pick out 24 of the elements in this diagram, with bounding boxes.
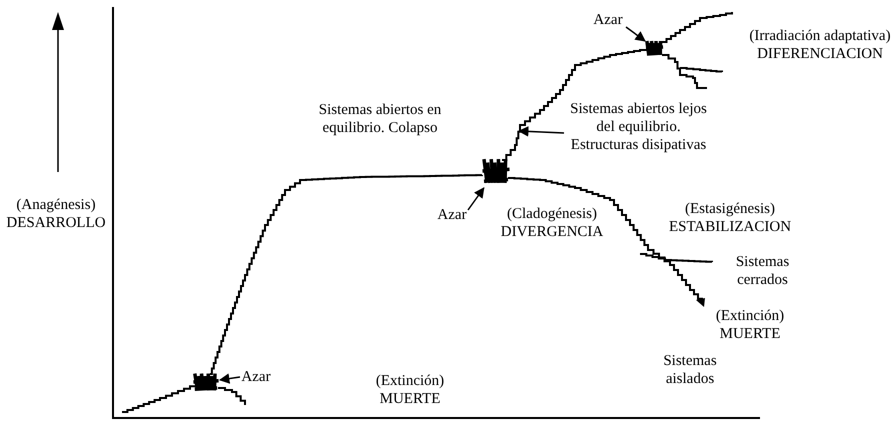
stage-label: ESTABILIZACION (668, 218, 792, 236)
stage-label: (Estasigénesis) (684, 200, 776, 218)
arrow (218, 373, 240, 384)
stage-label: MUERTE (378, 390, 442, 408)
stage-label: DESARROLLO (5, 214, 107, 232)
chance-label: Azar (436, 206, 468, 224)
stage-label: MUERTE (718, 325, 782, 343)
stage-label: (Irradiación adaptativa) (748, 27, 892, 45)
stage-label: (Anagénesis) (15, 196, 97, 214)
arrow (626, 26, 646, 42)
stage-label: (Cladogénesis) (506, 205, 598, 223)
stage-label: (Extinción) (374, 372, 446, 390)
annotation-text: Sistemas abiertos lejos del equilibrio. Estructuras disipativas (566, 100, 711, 154)
arrow (467, 187, 484, 210)
annotation-text: Sistemas abiertos en equilibrio. Colapso (318, 101, 442, 137)
chance-label: Azar (240, 368, 272, 386)
annotation-text: Sistemas aislados (662, 352, 718, 388)
stage-label: DIVERGENCIA (500, 223, 604, 241)
stage-label: (Extinción) (714, 307, 786, 325)
annotation-text: Sistemas cerrados (735, 253, 790, 289)
stage-label: DIFERENCIACION (756, 45, 884, 63)
scribble-mark (645, 38, 664, 58)
leader-arrow (518, 126, 564, 137)
chance-label: Azar (592, 11, 624, 29)
